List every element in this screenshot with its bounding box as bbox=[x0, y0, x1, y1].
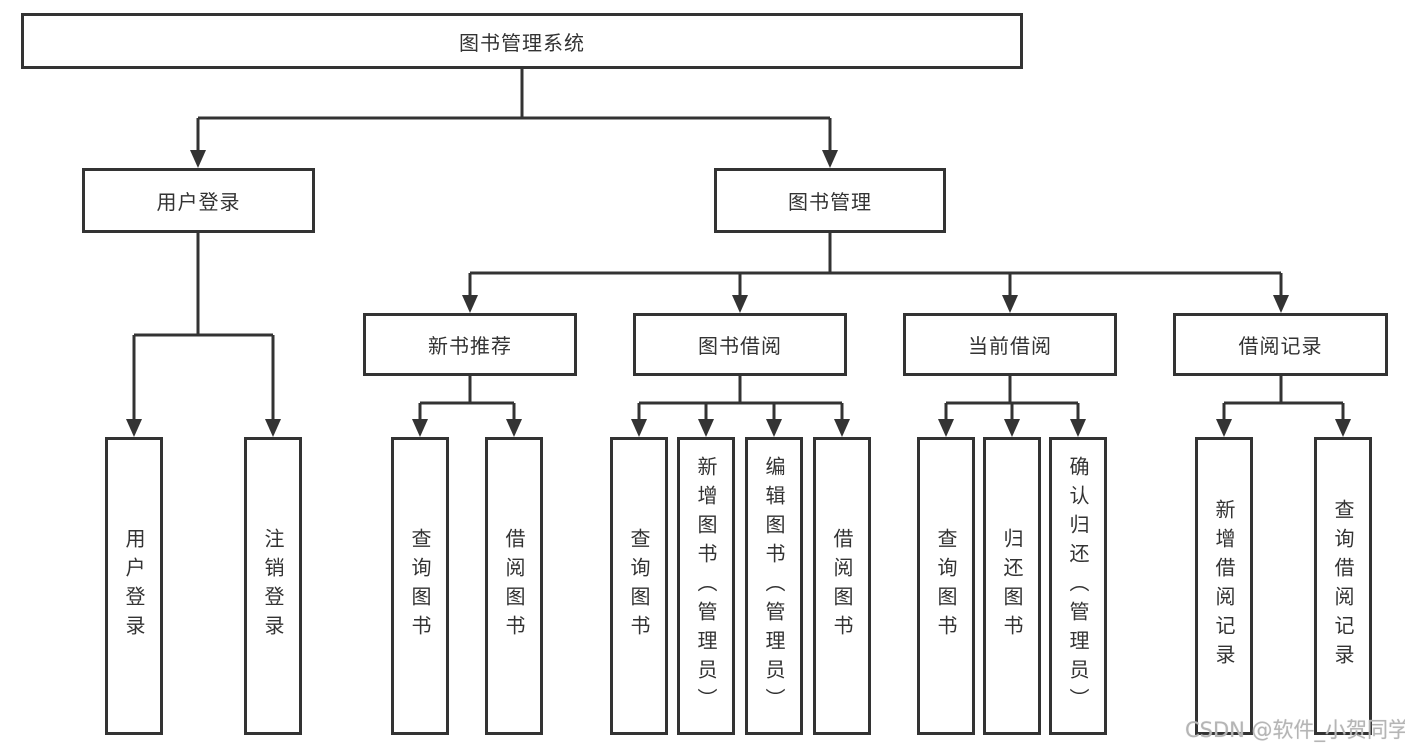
leaf-borrow-book-label: 借阅图书 bbox=[830, 528, 854, 644]
leaf-confirm-return-admin: 确认归还（管理员） bbox=[1049, 437, 1107, 735]
leaf-confirm-return-admin-label: 确认归还（管理员） bbox=[1066, 455, 1090, 717]
leaf-add-book-admin-label: 新增图书（管理员） bbox=[694, 455, 718, 717]
leaf-add-borrow-record-label: 新增借阅记录 bbox=[1212, 499, 1236, 673]
leaf-user-login-label: 用户登录 bbox=[122, 528, 146, 644]
leaf-current-query-book-label: 查询图书 bbox=[934, 528, 958, 644]
node-book-management: 图书管理 bbox=[714, 168, 946, 233]
leaf-recommend-query-book-label: 查询图书 bbox=[408, 528, 432, 644]
leaf-add-book-admin: 新增图书（管理员） bbox=[677, 437, 735, 735]
leaf-add-borrow-record: 新增借阅记录 bbox=[1195, 437, 1253, 735]
node-user-login-label: 用户登录 bbox=[156, 190, 241, 214]
csdn-watermark: CSDN @软件_小贺同学 bbox=[1185, 718, 1405, 742]
node-new-book-recommend-label: 新书推荐 bbox=[428, 334, 512, 358]
node-root-label: 图书管理系统 bbox=[459, 30, 585, 55]
leaf-logout-label: 注销登录 bbox=[261, 528, 285, 644]
node-current-borrow-label: 当前借阅 bbox=[968, 334, 1052, 358]
node-book-borrow: 图书借阅 bbox=[633, 313, 847, 376]
leaf-query-borrow-record: 查询借阅记录 bbox=[1314, 437, 1372, 735]
leaf-borrow-book: 借阅图书 bbox=[813, 437, 871, 735]
leaf-borrow-query-book: 查询图书 bbox=[610, 437, 668, 735]
leaf-recommend-query-book: 查询图书 bbox=[391, 437, 449, 735]
node-borrow-record: 借阅记录 bbox=[1173, 313, 1388, 376]
node-borrow-record-label: 借阅记录 bbox=[1238, 334, 1323, 358]
node-current-borrow: 当前借阅 bbox=[903, 313, 1117, 376]
node-book-management-label: 图书管理 bbox=[788, 190, 872, 214]
leaf-recommend-borrow-book-label: 借阅图书 bbox=[502, 528, 526, 644]
leaf-logout: 注销登录 bbox=[244, 437, 302, 735]
leaf-edit-book-admin-label: 编辑图书（管理员） bbox=[762, 455, 786, 717]
leaf-user-login: 用户登录 bbox=[105, 437, 163, 735]
leaf-return-book-label: 归还图书 bbox=[1000, 528, 1024, 644]
leaf-recommend-borrow-book: 借阅图书 bbox=[485, 437, 543, 735]
node-user-login: 用户登录 bbox=[82, 168, 315, 233]
leaf-borrow-query-book-label: 查询图书 bbox=[627, 528, 651, 644]
leaf-query-borrow-record-label: 查询借阅记录 bbox=[1331, 499, 1355, 673]
leaf-edit-book-admin: 编辑图书（管理员） bbox=[745, 437, 803, 735]
leaf-current-query-book: 查询图书 bbox=[917, 437, 975, 735]
node-root-system: 图书管理系统 bbox=[21, 13, 1023, 69]
node-new-book-recommend: 新书推荐 bbox=[363, 313, 577, 376]
leaf-return-book: 归还图书 bbox=[983, 437, 1041, 735]
node-book-borrow-label: 图书借阅 bbox=[698, 334, 782, 358]
